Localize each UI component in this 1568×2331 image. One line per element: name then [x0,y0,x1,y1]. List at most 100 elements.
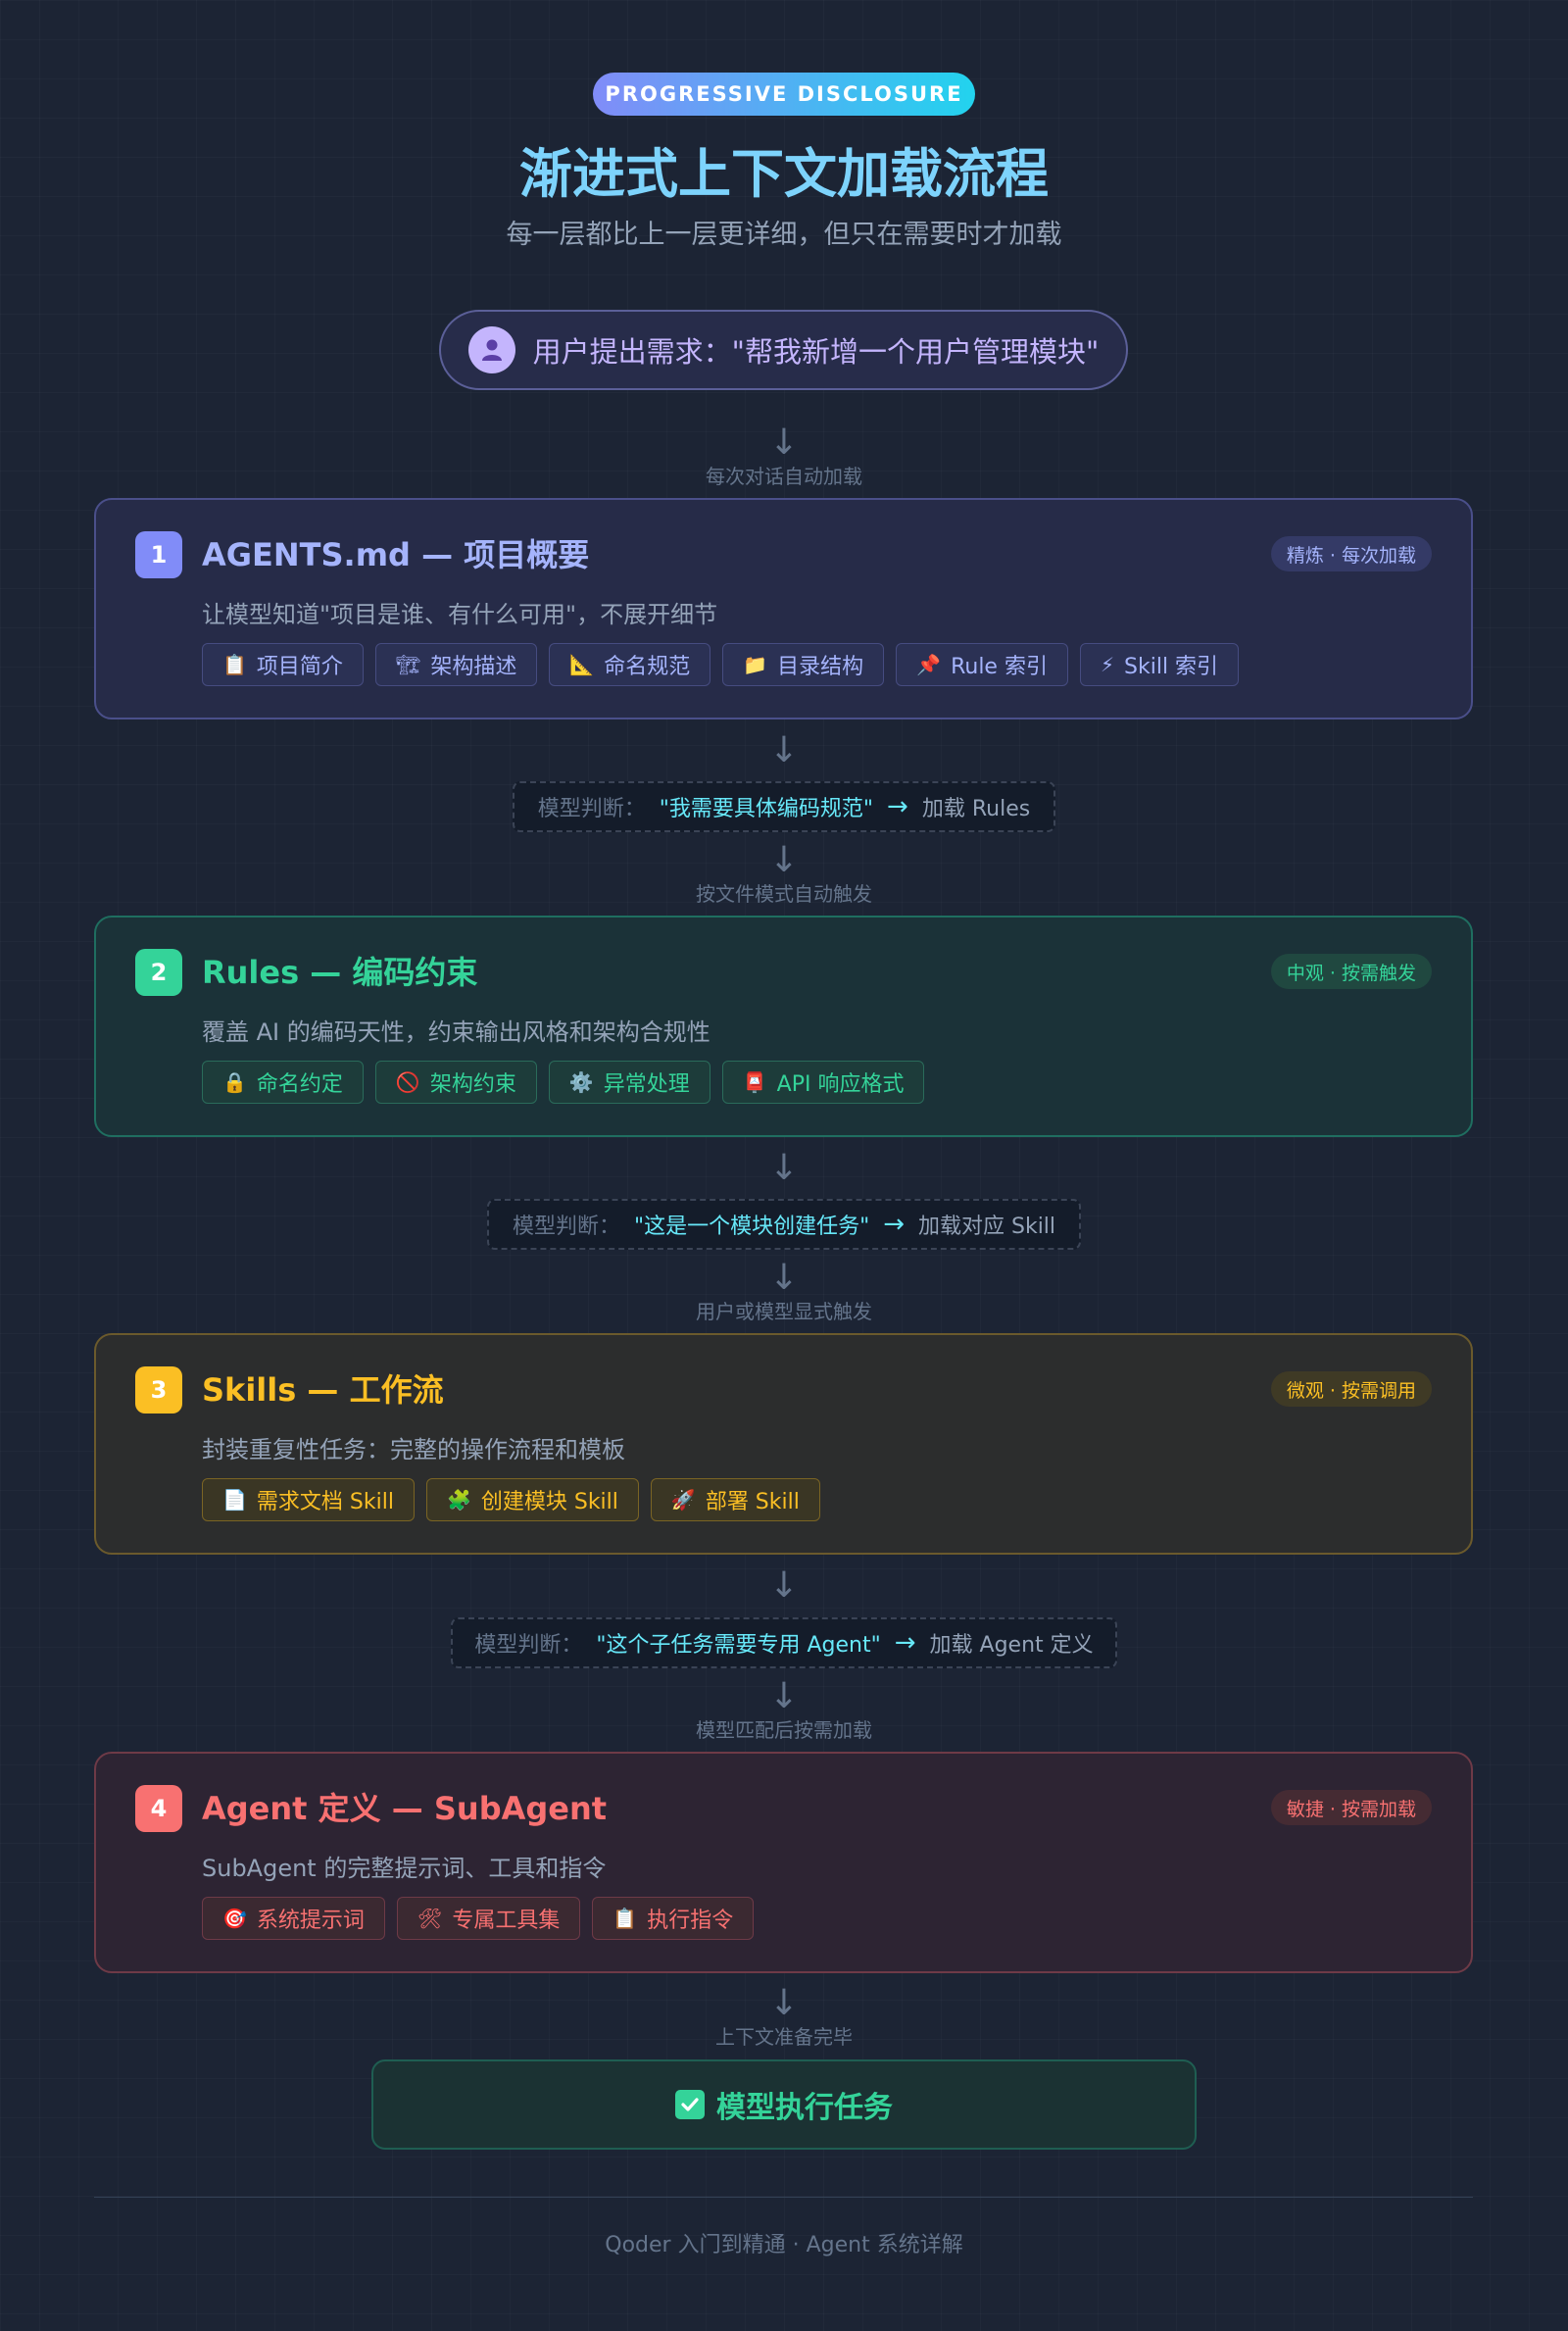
tag-rule-index: 📌 Rule 索引 [896,643,1068,686]
flow-arrow-label: 用户或模型显式触发 [696,1300,872,1323]
decision-label: 模型判断： [474,1633,583,1658]
layer-description: 让模型知道"项目是谁、有什么可用"，不展开细节 [202,601,718,628]
layer-agent-definition: 4 Agent 定义 — SubAgent 敏捷 · 按需加载 SubAgent… [94,1752,1473,1973]
flow-arrow-label: 模型匹配后按需加载 [696,1718,872,1742]
decision-action: 加载 Agent 定义 [929,1633,1094,1658]
tag-create-module-skill: 🧩 创建模块 Skill [425,1478,639,1521]
layer-description: 封装重复性任务：完整的操作流程和模板 [202,1436,625,1463]
puzzle-icon: 🧩 [446,1488,471,1512]
decision-quote: "这个子任务需要专用 Agent" [596,1633,881,1658]
decision-label: 模型判断： [537,797,646,821]
decision-action: 加载 Rules [921,797,1031,821]
page-subtitle: 每一层都比上一层更详细，但只在需要时才加载 [506,220,1062,250]
tag-label: 命名约定 [256,1072,343,1097]
layer-status-badge: 精炼 · 每次加载 [1270,536,1432,571]
tag-architecture-constraint: 🚫架构约束 [374,1061,537,1104]
tag-toolset: 🛠 专属工具集 [396,1897,581,1940]
tag-label: 创建模块 Skill [480,1490,618,1514]
user-request-box: 用户提出需求："帮我新增一个用户管理模块" [439,310,1128,390]
layer-title: Agent 定义 — SubAgent [202,1790,608,1827]
tag-architecture: 🏗 架构描述 [374,643,538,686]
decision-quote: "这是一个模块创建任务" [633,1215,870,1239]
rocket-icon: 🚀 [670,1488,696,1512]
tag-label: 执行指令 [647,1909,734,1933]
tag-label: 需求文档 Skill [256,1490,394,1514]
lock-icon: 🔒 [222,1070,247,1094]
layer-tag-list: 📋 项目简介 🏗 架构描述 📐 命名规范 📁 目录结构 📌 Rule 索引 ⚡ Skill … [202,643,1240,686]
lightning-icon: ⚡ [1100,653,1115,676]
layer-number-badge: 4 [135,1785,182,1832]
flow-arrow: ↓ [768,1148,800,1188]
tag-label: 架构描述 [430,655,517,679]
tag-naming-convention: 🔒 命名约定 [202,1061,364,1104]
flow-arrow: ↓ [768,840,800,880]
flow-arrow-label: 每次对话自动加载 [706,465,862,488]
footer-text: Qoder 入门到精通 · Agent 系统详解 [605,2233,963,2257]
tag-directory: 📁 目录结构 [722,643,885,686]
tools-icon: 🛠 [416,1907,443,1930]
tag-instructions: 📋执行指令 [592,1897,755,1940]
gear-icon: ⚙️ [568,1070,594,1094]
page-title: 渐进式上下文加载流程 [519,143,1049,205]
flow-arrow: ↓ [768,422,800,463]
user-request-text: 用户提出需求："帮我新增一个用户管理模块" [532,335,1100,369]
layer-number-badge: 3 [135,1366,182,1413]
layer-skills: 3 Skills — 工作流 微观 · 按需调用 封装重复性任务：完整的操作流程… [94,1333,1473,1555]
tag-project-intro: 📋 项目简介 [202,643,364,686]
tag-deploy-skill: 🚀 部署 Skill [650,1478,820,1521]
tag-label: Rule 索引 [951,655,1048,679]
layer-status-badge: 微观 · 按需调用 [1270,1371,1432,1407]
tag-system-prompt: 🎯 系统提示词 [202,1897,385,1940]
flow-arrow-label: 按文件模式自动触发 [696,882,872,906]
user-icon [467,326,515,373]
right-arrow-icon: → [894,1628,916,1658]
tag-naming: 📐 命名规范 [549,643,711,686]
footer-divider [94,2197,1473,2198]
layer-description: SubAgent 的完整提示词、工具和指令 [202,1855,607,1882]
decision-box-rules: 模型判断： "我需要具体编码规范" → 加载 Rules [513,781,1055,832]
tag-label: 系统提示词 [256,1909,365,1933]
flow-arrow: ↓ [768,730,800,770]
layer-status-badge: 中观 · 按需触发 [1270,954,1432,989]
tag-label: 专属工具集 [452,1909,561,1933]
clipboard-icon: 📋 [222,653,247,676]
layer-title: Rules — 编码约束 [202,954,478,991]
ruler-icon: 📐 [569,653,595,676]
tag-skill-index: ⚡ Skill 索引 [1079,643,1240,686]
tag-label: 项目简介 [256,655,343,679]
folder-icon: 📁 [743,653,768,676]
layer-status-badge: 敏捷 · 按需加载 [1270,1790,1432,1825]
layer-tag-list: 🎯 系统提示词 🛠 专属工具集 📋执行指令 [202,1897,755,1940]
flow-arrow: ↓ [768,1565,800,1606]
layer-rules: 2 Rules — 编码约束 中观 · 按需触发 覆盖 AI 的编码天性，约束输… [94,916,1473,1137]
tag-requirements-skill: 📄需求文档 Skill [202,1478,415,1521]
right-arrow-icon: → [887,792,908,821]
decision-box-agent: 模型判断： "这个子任务需要专用 Agent" → 加载 Agent 定义 [451,1617,1117,1668]
layer-tag-list: 🔒 命名约定 🚫架构约束 ⚙️异常处理 📮API 响应格式 [202,1061,925,1104]
layer-description: 覆盖 AI 的编码天性，约束输出风格和架构合规性 [202,1018,710,1046]
target-icon: 🎯 [222,1907,247,1930]
tag-label: 目录结构 [777,655,864,679]
tag-label: 架构约束 [429,1072,516,1097]
tag-label: API 响应格式 [776,1072,905,1097]
layer-agents-md: 1 AGENTS.md — 项目概要 精炼 · 每次加载 让模型知道"项目是谁、… [94,498,1473,719]
tag-exception-handling: ⚙️异常处理 [548,1061,710,1104]
decision-label: 模型判断： [512,1215,620,1239]
building-icon: 🏗 [395,653,421,676]
tag-label: Skill 索引 [1124,655,1219,679]
layer-number-badge: 1 [135,531,182,578]
tag-api-response: 📮API 响应格式 [721,1061,925,1104]
execute-task-box: 模型执行任务 [371,2059,1197,2150]
layer-title: Skills — 工作流 [202,1371,444,1409]
tag-label: 命名规范 [604,655,691,679]
decision-box-skill: 模型判断： "这是一个模块创建任务" → 加载对应 Skill [487,1199,1081,1250]
layer-number-badge: 2 [135,949,182,996]
decision-quote: "我需要具体编码规范" [659,797,874,821]
tag-label: 部署 Skill [705,1490,800,1514]
pin-icon: 📌 [916,653,942,676]
flow-arrow: ↓ [768,1983,800,2023]
layer-tag-list: 📄需求文档 Skill 🧩 创建模块 Skill 🚀 部署 Skill [202,1478,820,1521]
execute-task-label: 模型执行任务 [716,2091,893,2125]
check-icon [675,2090,705,2119]
